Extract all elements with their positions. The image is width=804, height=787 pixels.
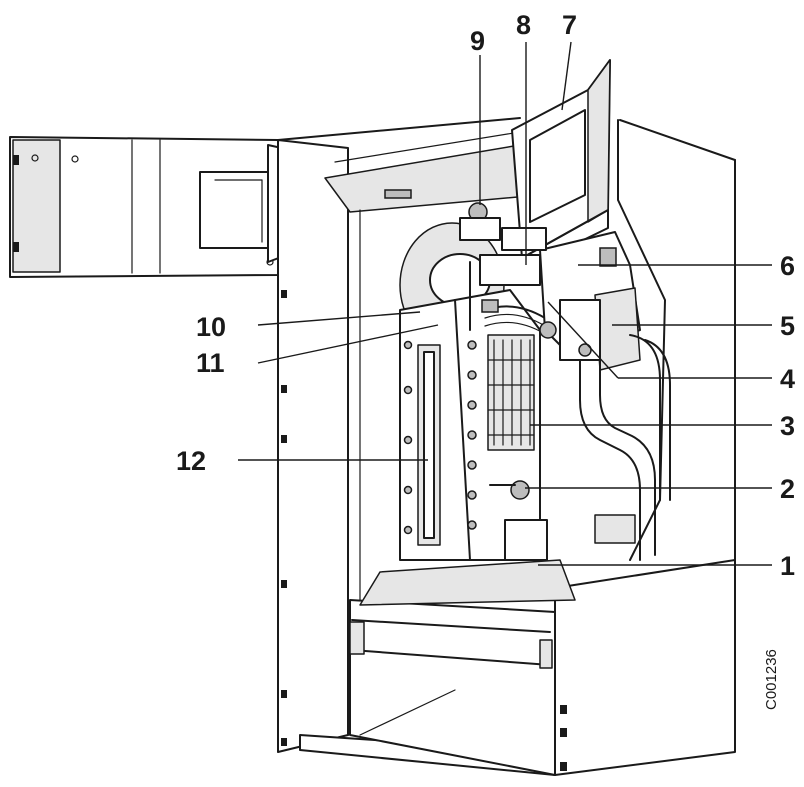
leader-11: [257, 324, 439, 364]
callout-3: 3: [780, 411, 795, 441]
callout-2: 2: [780, 474, 795, 504]
callout-6: 6: [780, 251, 795, 281]
callout-labels: 1 2 3 4 5 6 7 8 9 10 11 12: [176, 10, 795, 581]
callout-5: 5: [780, 311, 795, 341]
callout-10: 10: [196, 312, 226, 342]
leader-lines: [238, 41, 772, 566]
callout-11: 11: [196, 348, 225, 378]
draught-hood: [511, 59, 611, 271]
drawing-code: C001236: [763, 649, 780, 710]
callout-9: 9: [470, 26, 485, 56]
callout-7: 7: [562, 10, 577, 40]
leader-10: [257, 311, 421, 326]
callout-8: 8: [516, 10, 531, 40]
callout-4: 4: [780, 364, 795, 394]
cabinet-body: [277, 117, 736, 776]
bolt-column: [403, 340, 477, 535]
top-fittings: [459, 202, 547, 331]
callout-1: 1: [780, 551, 795, 581]
callout-12: 12: [176, 446, 206, 476]
gas-valve: [539, 231, 671, 561]
front-door: [9, 136, 301, 278]
heat-exchanger: [399, 222, 548, 561]
leader-4: [547, 301, 619, 379]
leader-7: [561, 41, 572, 111]
burner-ramps: [487, 334, 535, 451]
